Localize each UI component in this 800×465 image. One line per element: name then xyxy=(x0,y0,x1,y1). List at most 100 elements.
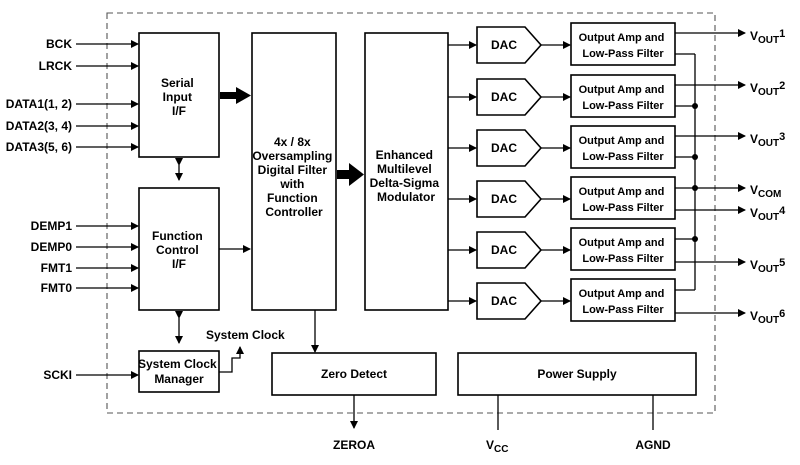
filter-to-modulator-bus-arrow xyxy=(337,163,364,186)
amp-filter-2-line-2: Low-Pass Filter xyxy=(582,100,664,112)
channel-1: DAC Output Amp and Low-Pass Filter xyxy=(448,22,676,66)
amp-filter-3-line-2: Low-Pass Filter xyxy=(582,151,664,163)
channel-4: DAC Output Amp and Low-Pass Filter xyxy=(448,176,676,220)
zeroa-label: ZEROA xyxy=(333,438,375,452)
modulator-line-4: Modulator xyxy=(377,190,435,204)
amp-filter-1-line-1: Output Amp and xyxy=(579,32,665,44)
vout-3-number: 3 xyxy=(779,131,785,143)
vout-2-label: VOUT2 xyxy=(750,80,785,98)
vout-4-prefix: V xyxy=(750,206,758,220)
output-amp-filter-4 xyxy=(570,176,676,220)
system-clock-text: System Clock xyxy=(206,328,285,342)
amp-filter-5-line-1: Output Amp and xyxy=(579,237,665,249)
input-label-scki: SCKI xyxy=(43,368,72,382)
system-clock-manager-line-1: System Clock xyxy=(138,357,217,371)
function-control-if-line-1: Function xyxy=(152,229,203,243)
input-label-fmt1: FMT1 xyxy=(41,261,73,275)
channel-3: DAC Output Amp and Low-Pass Filter xyxy=(448,125,676,169)
agnd-label: AGND xyxy=(635,438,671,452)
vout-2-prefix: V xyxy=(750,81,758,95)
amp-filter-4-line-1: Output Amp and xyxy=(579,186,665,198)
input-label-lrck: LRCK xyxy=(39,59,73,73)
function-control-if-label: Function Control I/F xyxy=(152,229,206,271)
modulator-line-3: Delta-Sigma xyxy=(370,176,440,190)
vout-1-number: 1 xyxy=(779,28,785,40)
vout-2-sub: OUT xyxy=(758,87,779,98)
output-amp-filter-3-label: Output Amp and Low-Pass Filter xyxy=(579,135,668,163)
zero-detect-label: Zero Detect xyxy=(321,367,387,381)
digital-filter-line-6: Controller xyxy=(265,205,323,219)
output-pins: VOUT1 VOUT2 VOUT3 VOUT4 VOUT5 VOUT6 VCOM xyxy=(675,28,786,326)
output-amp-filter-6 xyxy=(570,278,676,322)
serial-input-if-label: Serial Input I/F xyxy=(161,76,197,118)
input-label-bck: BCK xyxy=(46,37,72,51)
vout-5-label: VOUT5 xyxy=(750,257,785,275)
amp-filter-6-line-2: Low-Pass Filter xyxy=(582,304,664,316)
vout-1-label: VOUT1 xyxy=(750,28,785,46)
dac-6-label: DAC xyxy=(491,294,517,308)
system-clock-arrow xyxy=(219,346,244,373)
digital-filter-line-4: with xyxy=(279,177,304,191)
output-amp-filter-4-label: Output Amp and Low-Pass Filter xyxy=(579,186,668,214)
function-control-if-line-3: I/F xyxy=(172,257,186,271)
input-label-demp1: DEMP1 xyxy=(31,219,73,233)
dac-3-label: DAC xyxy=(491,141,517,155)
serial-input-if-line-3: I/F xyxy=(172,104,186,118)
digital-filter-line-2: Oversampling xyxy=(252,149,332,163)
vcom-junction-2 xyxy=(692,103,698,109)
output-amp-filter-6-label: Output Amp and Low-Pass Filter xyxy=(579,288,668,316)
dac-1 xyxy=(476,26,543,64)
amp-filter-5-line-2: Low-Pass Filter xyxy=(582,253,664,265)
amp-filter-4-line-2: Low-Pass Filter xyxy=(582,202,664,214)
digital-filter-line-3: Digital Filter xyxy=(258,163,328,177)
vout-4-number: 4 xyxy=(779,205,786,217)
vcom-junction-5 xyxy=(692,236,698,242)
vout-6-prefix: V xyxy=(750,309,758,323)
vout-5-sub: OUT xyxy=(758,264,779,275)
amp-filter-3-line-1: Output Amp and xyxy=(579,135,665,147)
serial-input-if-block xyxy=(138,32,220,158)
vout-3-prefix: V xyxy=(750,132,758,146)
output-amp-filter-3 xyxy=(570,125,676,169)
channel-2: DAC Output Amp and Low-Pass Filter xyxy=(448,74,676,118)
vout-6-number: 6 xyxy=(779,308,785,320)
dac-2 xyxy=(476,78,543,116)
output-amp-filter-5 xyxy=(570,227,676,271)
digital-filter-line-5: Function xyxy=(267,191,318,205)
output-amp-filter-2 xyxy=(570,74,676,118)
zero-detect-block xyxy=(271,352,437,396)
vcc-label: VCC xyxy=(486,438,508,455)
digital-filter-line-1: 4x / 8x xyxy=(274,135,311,149)
vout-2-number: 2 xyxy=(779,80,785,92)
output-amp-filter-5-label: Output Amp and Low-Pass Filter xyxy=(579,237,668,265)
channel-5: DAC Output Amp and Low-Pass Filter xyxy=(448,227,676,271)
function-control-if-line-2: Control xyxy=(156,243,199,257)
vout-5-number: 5 xyxy=(779,257,785,269)
channel-6: DAC Output Amp and Low-Pass Filter xyxy=(448,278,676,322)
vcc-sub: CC xyxy=(494,444,508,455)
dac-2-label: DAC xyxy=(491,90,517,104)
vout-6-label: VOUT6 xyxy=(750,308,785,326)
vcom-sub: COM xyxy=(758,189,781,200)
output-amp-filter-2-label: Output Amp and Low-Pass Filter xyxy=(579,84,668,112)
delta-sigma-modulator-label: Enhanced Multilevel Delta-Sigma Modulato… xyxy=(370,148,443,204)
dac-3 xyxy=(476,129,543,167)
modulator-line-2: Multilevel xyxy=(377,162,432,176)
power-supply-label: Power Supply xyxy=(537,367,617,381)
vout-6-sub: OUT xyxy=(758,315,779,326)
input-label-demp0: DEMP0 xyxy=(31,240,73,254)
power-supply-block xyxy=(457,352,697,396)
amp-filter-1-line-2: Low-Pass Filter xyxy=(582,48,664,60)
dac-5 xyxy=(476,231,543,269)
serial-input-if-line-1: Serial xyxy=(161,76,194,90)
dac-4-label: DAC xyxy=(491,192,517,206)
output-amp-filter-1 xyxy=(570,22,676,66)
vcom-junction-3 xyxy=(692,154,698,160)
amp-filter-2-line-1: Output Amp and xyxy=(579,84,665,96)
system-clock-manager-line-2: Manager xyxy=(154,372,204,386)
input-label-data2: DATA2(3, 4) xyxy=(6,119,72,133)
vcc-prefix: V xyxy=(486,438,494,452)
dac-4 xyxy=(476,180,543,218)
output-amp-filter-1-label: Output Amp and Low-Pass Filter xyxy=(579,32,668,60)
